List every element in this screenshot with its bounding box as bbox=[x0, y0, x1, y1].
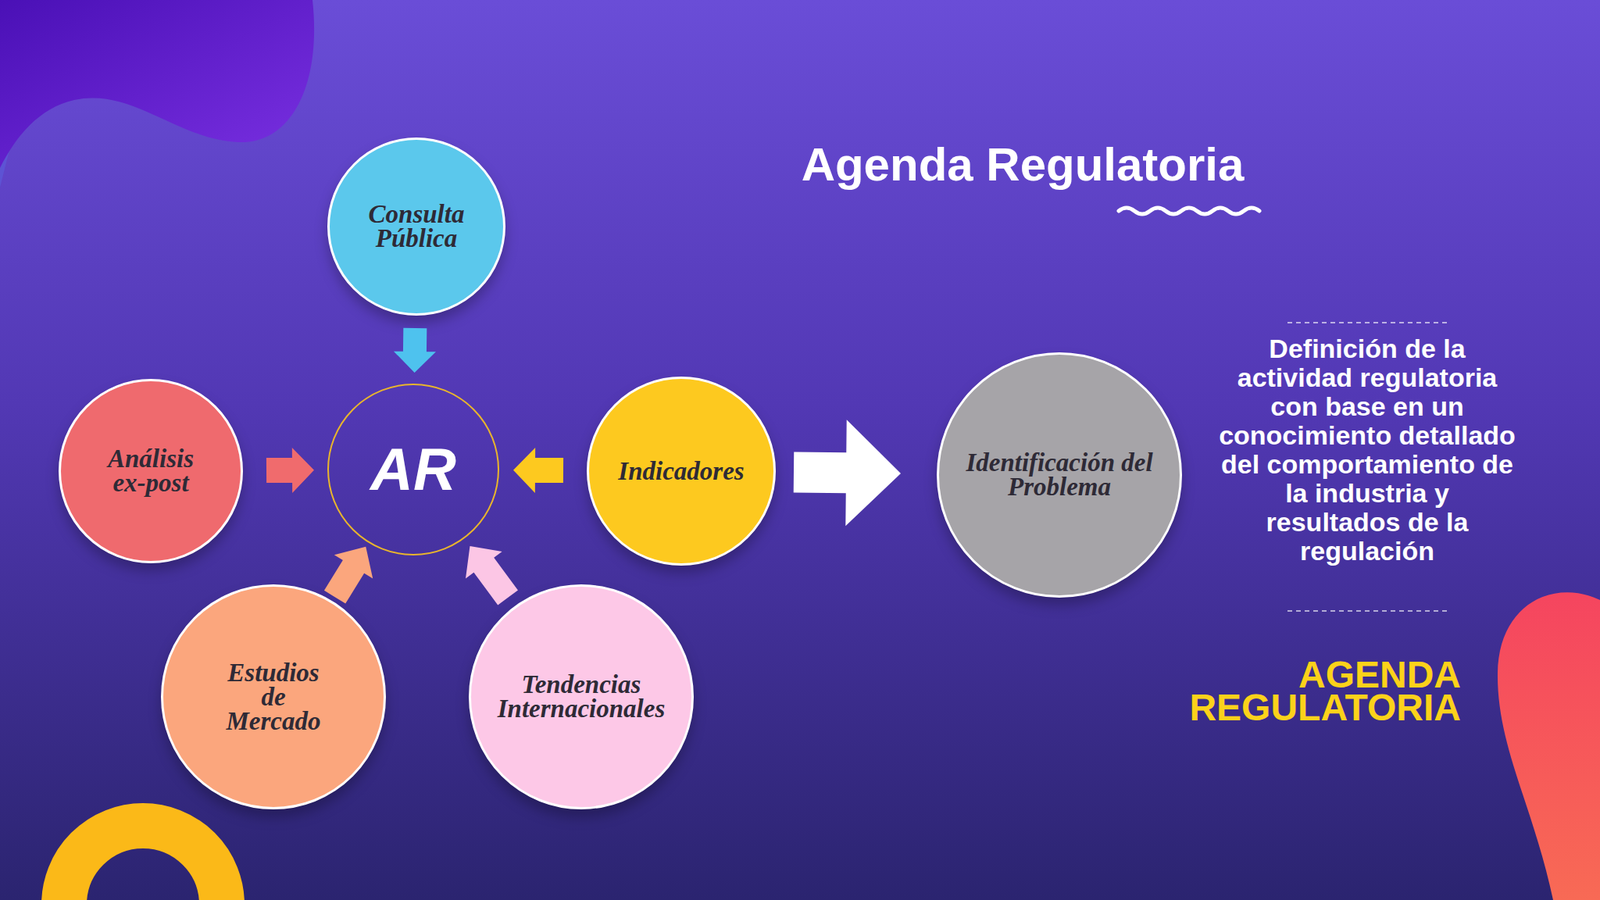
circle-shape bbox=[162, 585, 386, 809]
brand-label: AGENDA REGULATORIA bbox=[1148, 658, 1461, 725]
text-wrap: Identificación del Problema bbox=[936, 352, 1183, 598]
node-label: Análisis ex-post bbox=[92, 446, 210, 496]
circle-shape bbox=[328, 139, 505, 315]
node-label: Estudios de Mercado bbox=[214, 660, 333, 734]
slide-title: Agenda Regulatoria bbox=[788, 137, 1258, 192]
block-arrow bbox=[513, 447, 564, 493]
node-label: Identificación del Problema bbox=[961, 450, 1158, 500]
node-label: Indicadores bbox=[617, 459, 744, 484]
topic-circle: Estudios de Mercado bbox=[160, 584, 386, 810]
description-text: Definición de la actividad regulatoria c… bbox=[1218, 334, 1516, 566]
text-wrap: Consulta Pública bbox=[327, 137, 506, 316]
text-wrap: AR bbox=[327, 383, 500, 556]
dashed-rule bbox=[1287, 610, 1450, 612]
hub-label: AR bbox=[370, 438, 457, 501]
circle-shape bbox=[328, 384, 499, 555]
circle-shape bbox=[938, 353, 1182, 597]
topic-circle: Tendencias Internacionales bbox=[468, 584, 694, 810]
text-wrap: Indicadores bbox=[586, 376, 776, 566]
block-arrow bbox=[793, 419, 901, 526]
text-wrap: Tendencias Internacionales bbox=[468, 584, 694, 810]
corner-blob bbox=[1497, 592, 1600, 900]
node-label: Consulta Pública bbox=[357, 202, 475, 251]
node-label: Tendencias Internacionales bbox=[475, 672, 687, 722]
circle-shape bbox=[60, 380, 243, 563]
text-wrap: Análisis ex-post bbox=[58, 378, 243, 564]
block-arrow bbox=[324, 546, 373, 604]
topic-circle: Indicadores bbox=[586, 376, 776, 566]
circle-shape bbox=[470, 585, 693, 809]
block-arrow bbox=[465, 546, 518, 605]
dashed-rule bbox=[1287, 321, 1450, 324]
ring-decoration bbox=[64, 825, 222, 900]
topic-circle: Consulta Pública bbox=[327, 137, 506, 316]
hub-circle: AR bbox=[327, 383, 500, 556]
topic-circle: Identificación del Problema bbox=[936, 352, 1183, 598]
corner-blob bbox=[0, 0, 315, 168]
block-arrow bbox=[393, 328, 436, 373]
circle-shape bbox=[588, 378, 775, 565]
topic-circle: Análisis ex-post bbox=[58, 378, 243, 564]
wavy-underline bbox=[1118, 207, 1260, 215]
block-arrow bbox=[266, 447, 315, 493]
text-wrap: Estudios de Mercado bbox=[160, 584, 386, 810]
